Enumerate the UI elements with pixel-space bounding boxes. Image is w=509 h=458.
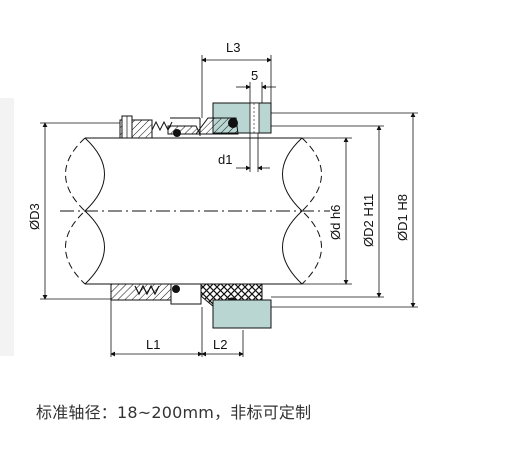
bottom-seal-section	[110, 283, 272, 329]
bottom-rotating-o-ring	[172, 285, 180, 293]
top-rotating-o-ring	[173, 129, 181, 137]
dim-label-d-h6: Ød h6	[328, 205, 343, 240]
shaft-size-caption: 标准轴径：18~200mm，非标可定制	[36, 403, 312, 422]
dim-label-D2-H11: ØD2 H11	[361, 194, 376, 247]
dim-label-5: 5	[251, 68, 258, 83]
top-seal-section	[119, 102, 272, 139]
dim-label-L2: L2	[213, 337, 227, 352]
dim-label-D3: ØD3	[27, 203, 42, 230]
top-seat-o-ring	[228, 118, 238, 128]
dim-label-L3: L3	[226, 40, 240, 55]
extension-lines	[40, 55, 418, 357]
left-margin-band	[0, 98, 14, 356]
bottom-seat	[212, 299, 272, 329]
dim-label-d1: d1	[218, 152, 232, 167]
dim-label-L1: L1	[146, 337, 160, 352]
dimension-lines	[42, 57, 416, 357]
dim-label-D1-H8: ØD1 H8	[395, 194, 410, 241]
